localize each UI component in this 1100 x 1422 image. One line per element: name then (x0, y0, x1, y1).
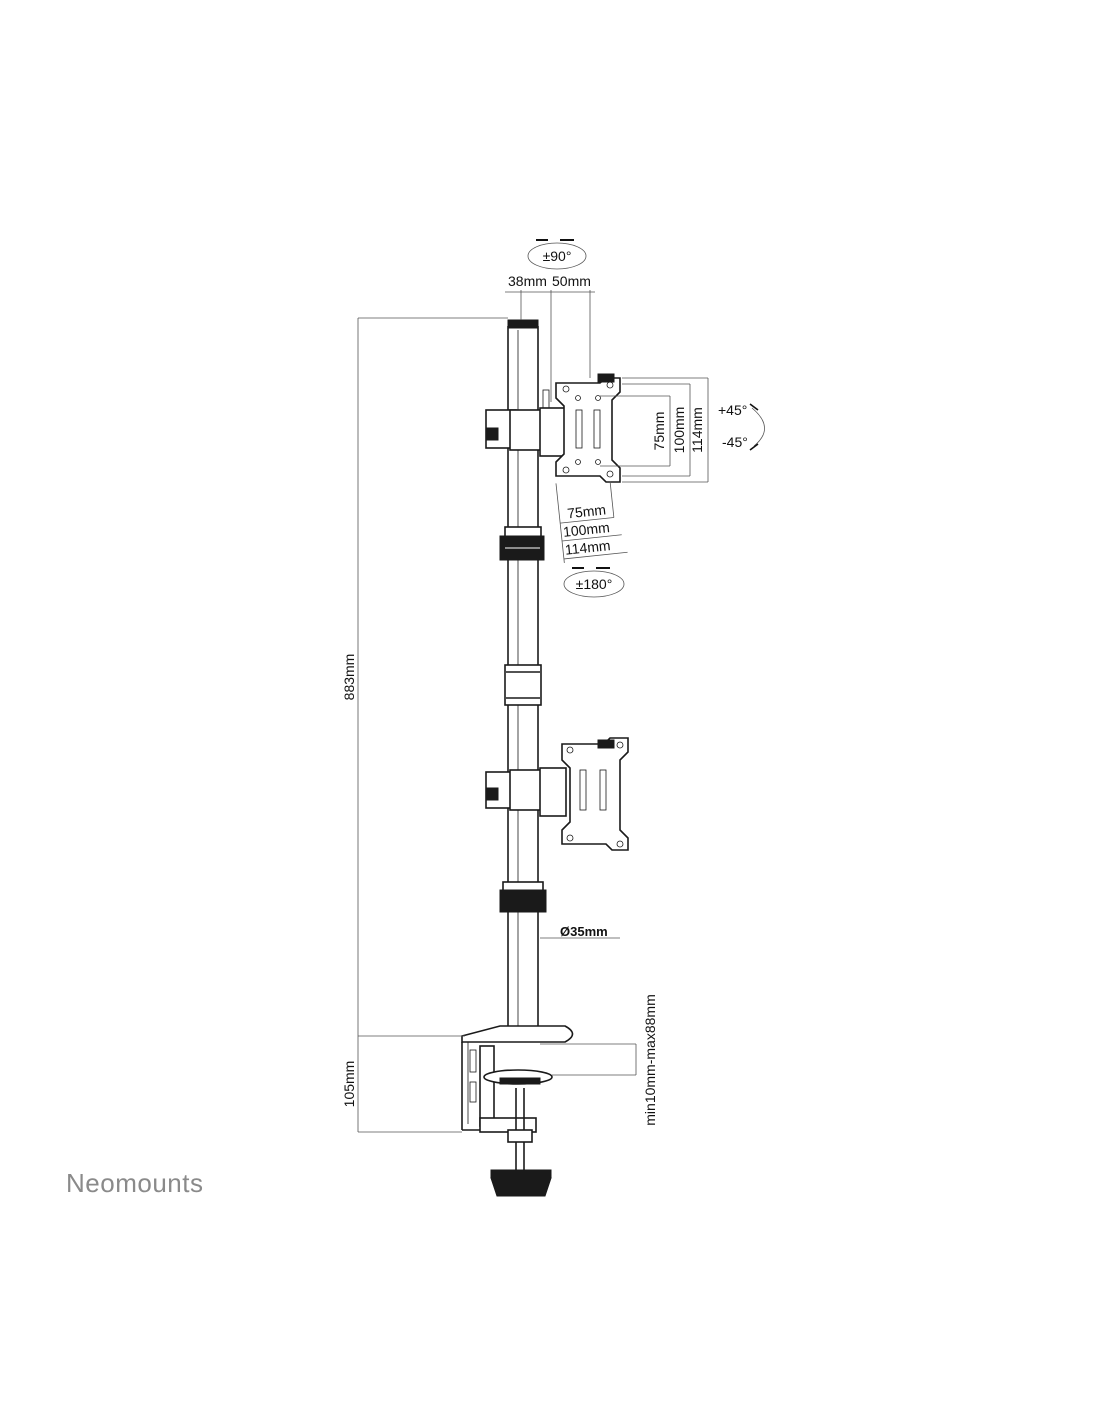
label-vesa-height-114: 114mm (689, 407, 705, 453)
label-height-total: 883mm (341, 654, 357, 701)
dimension-desk-thickness (540, 1043, 637, 1076)
label-pole-diameter: Ø35mm (560, 924, 608, 939)
tilt-top-indicator (527, 239, 587, 270)
lower-arm-assembly (485, 767, 567, 817)
pole-cap (507, 319, 539, 329)
dimension-vesa-height (600, 377, 709, 483)
label-vesa-height-100: 100mm (671, 407, 687, 454)
lower-vesa-plate (561, 737, 629, 851)
brand-logo: Neomounts (66, 1168, 204, 1198)
tilt-side-indicator (749, 403, 765, 451)
label-vesa-width-114: 114mm (564, 537, 611, 558)
label-vesa-height-75: 75mm (651, 412, 667, 451)
dimension-vesa-width (555, 481, 628, 563)
label-tilt-plus: +45° (718, 402, 747, 418)
rotation-indicator (563, 567, 625, 598)
dimension-clamp-height (357, 1036, 462, 1133)
desk-clamp (461, 1025, 574, 1197)
dimension-top-offsets (505, 290, 595, 402)
pole-collar-upper (499, 526, 545, 561)
dimension-total-height (357, 317, 508, 1037)
label-vesa-width-100: 100mm (562, 519, 610, 540)
label-desk-thickness: min10mm-max88mm (642, 994, 658, 1125)
pole-collar-middle (504, 664, 542, 706)
label-vesa-width-75: 75mm (566, 501, 606, 521)
label-tilt-top: ±90° (543, 248, 572, 264)
upper-arm-assembly (485, 389, 567, 457)
label-rotation: ±180° (576, 576, 613, 592)
label-clamp-height: 105mm (341, 1061, 357, 1108)
label-offset-38: 38mm (508, 273, 547, 289)
label-tilt-minus: -45° (722, 434, 748, 450)
label-offset-50: 50mm (552, 273, 591, 289)
upper-vesa-plate (555, 373, 621, 483)
pole-collar-lower (499, 881, 547, 913)
